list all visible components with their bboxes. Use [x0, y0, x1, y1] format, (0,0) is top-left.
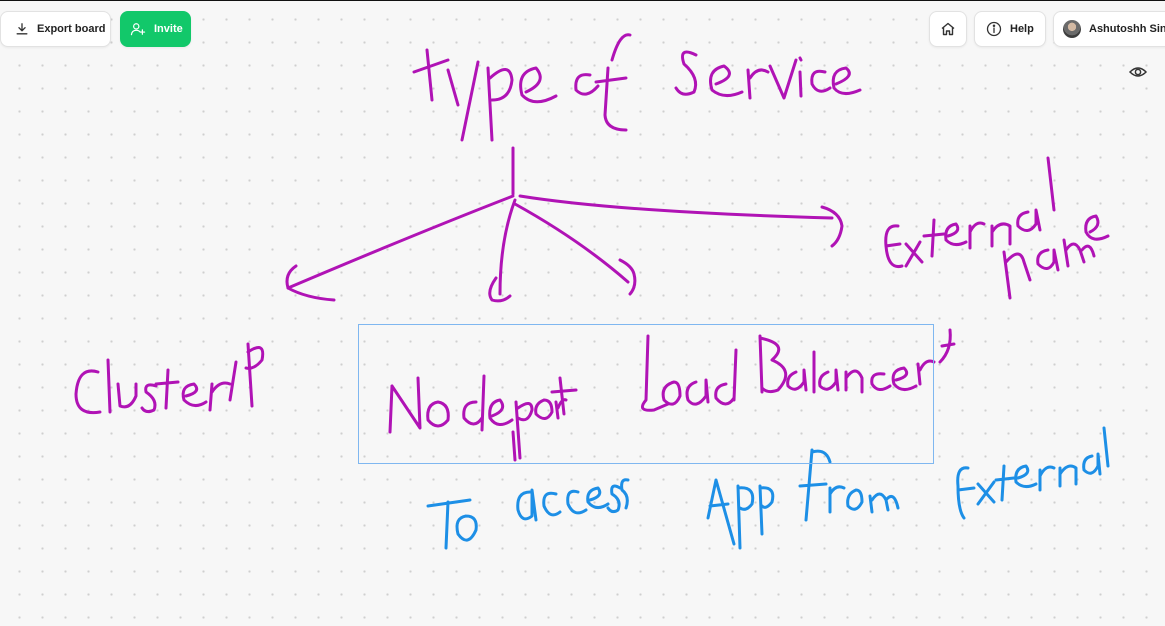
home-icon — [941, 22, 955, 36]
export-board-button[interactable]: Export board — [0, 11, 111, 47]
help-label: Help — [1010, 23, 1034, 35]
home-button[interactable] — [929, 11, 967, 47]
handwriting-to-access-app-from-external — [426, 426, 1110, 550]
selection-box[interactable] — [358, 324, 934, 464]
handwriting-nodeport — [388, 374, 578, 460]
tree-branches — [285, 146, 844, 462]
handwriting-load-balancer — [640, 328, 956, 412]
handwriting-external-name — [884, 156, 1110, 300]
handwriting-type-of-service — [412, 33, 862, 142]
handwriting-clusterip — [74, 342, 265, 415]
user-name: Ashutoshh Singh — [1089, 23, 1165, 35]
invite-button[interactable]: Invite — [120, 11, 191, 47]
eye-icon[interactable] — [1126, 62, 1150, 82]
window-top-border — [0, 0, 1165, 1]
help-button[interactable]: Help — [974, 11, 1046, 47]
avatar — [1063, 20, 1081, 38]
info-icon — [986, 21, 1002, 37]
add-user-icon — [130, 23, 146, 36]
export-board-label: Export board — [37, 23, 106, 35]
user-menu-button[interactable]: Ashutoshh Singh — [1053, 11, 1165, 47]
invite-label: Invite — [154, 23, 183, 35]
download-icon — [16, 23, 28, 35]
